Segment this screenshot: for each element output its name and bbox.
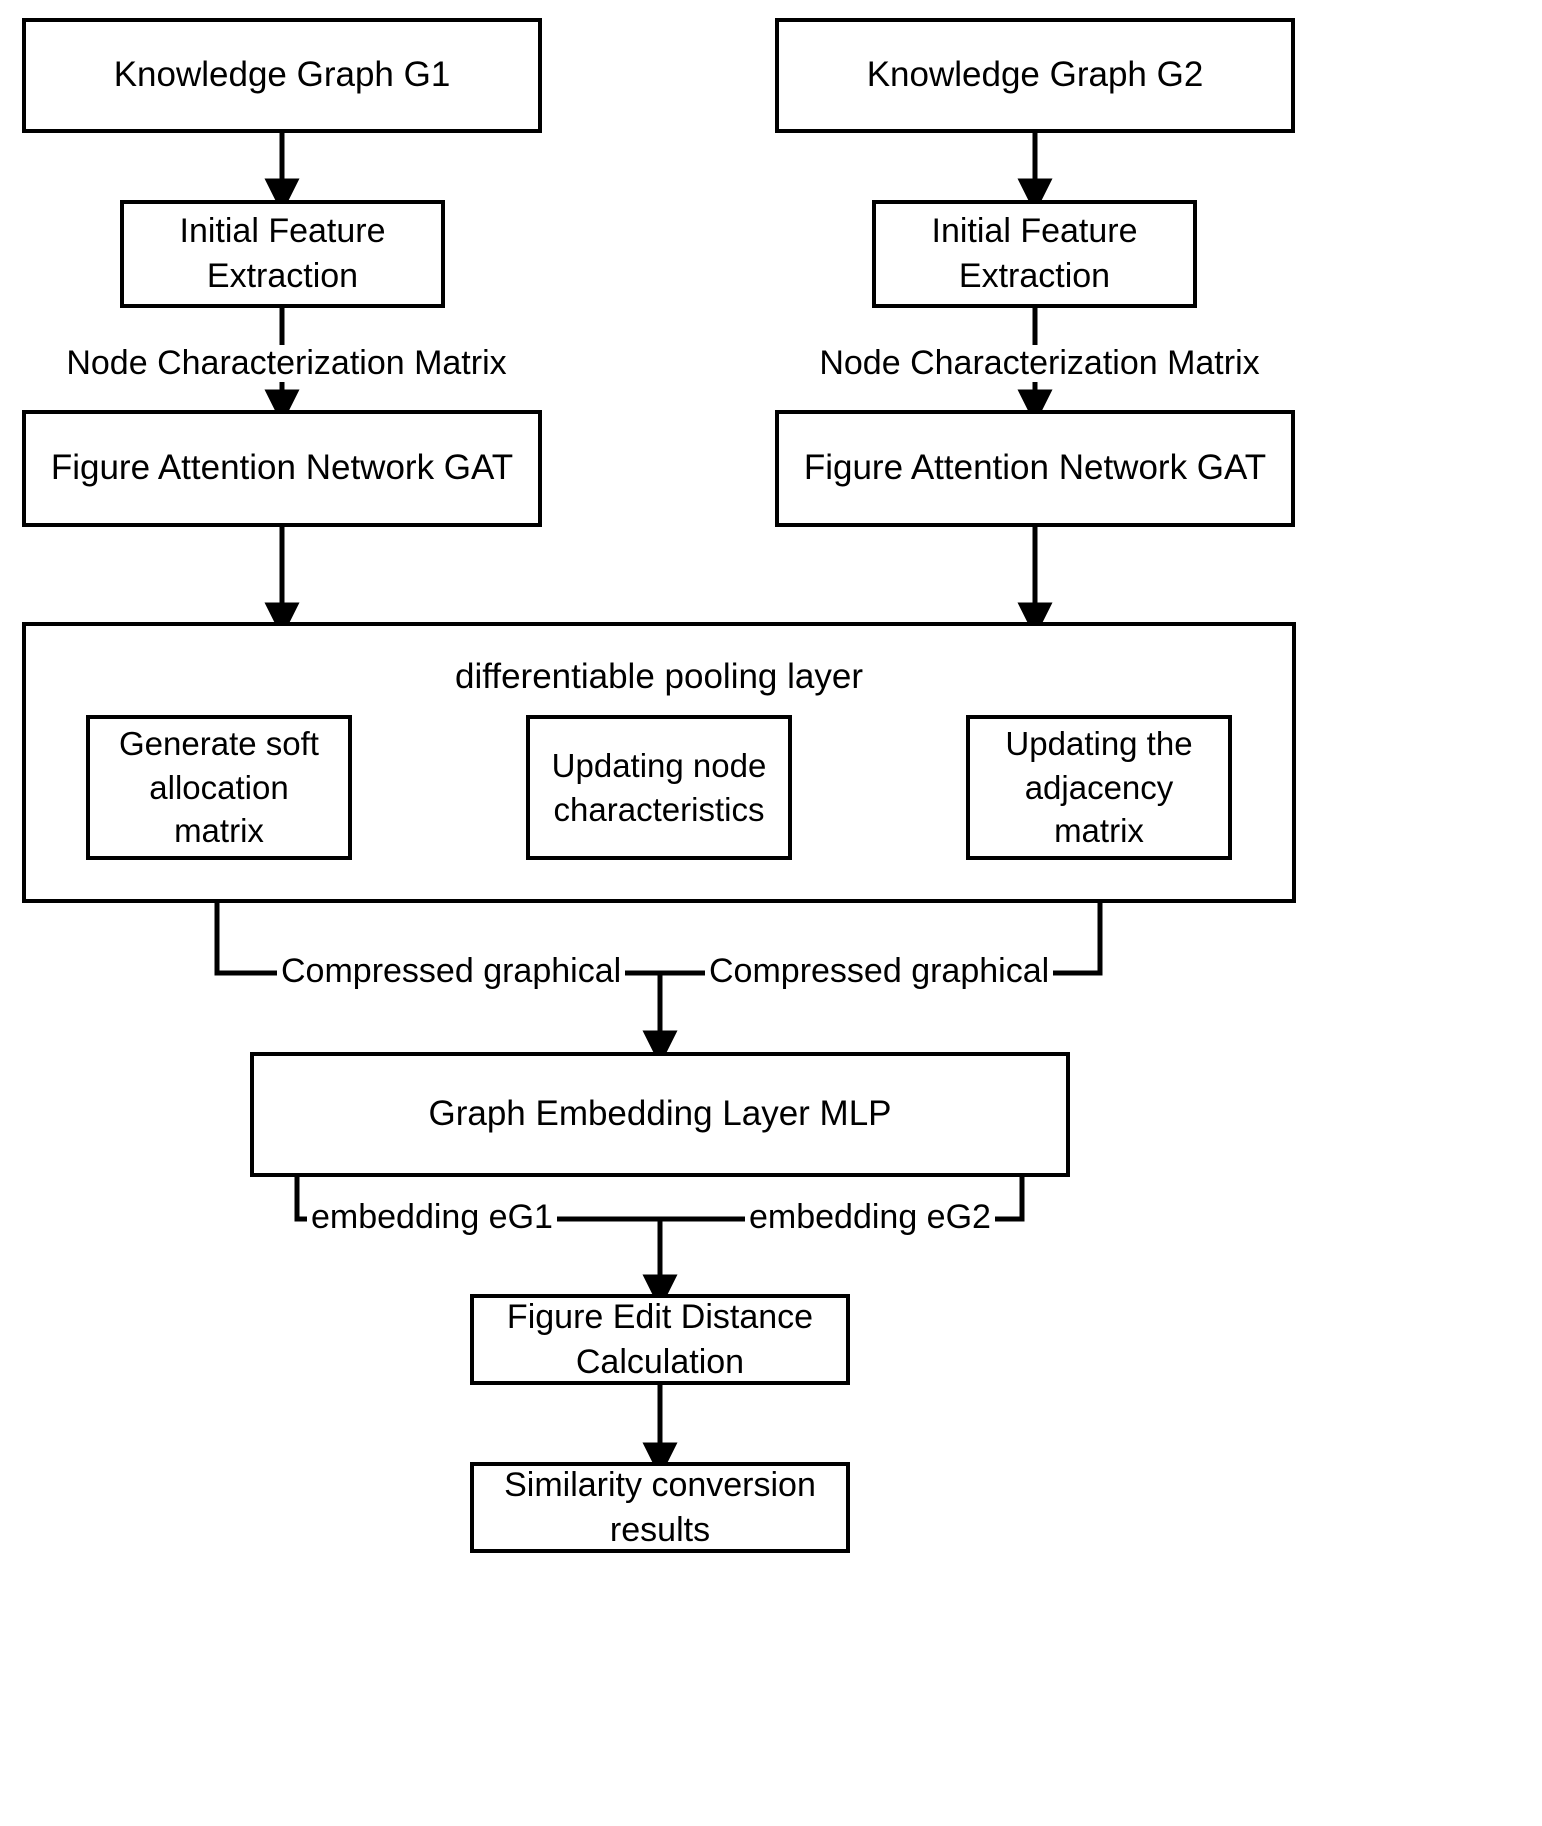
node-initial-feature-extraction-right[interactable]: Initial Feature Extraction — [872, 200, 1197, 308]
edge-label-node-characterization-matrix-left: Node Characterization Matrix — [20, 344, 553, 383]
node-generate-soft-allocation-matrix[interactable]: Generate soft allocation matrix — [86, 715, 352, 860]
edge-label-embedding-eg2: embedding eG2 — [745, 1198, 995, 1237]
node-figure-edit-distance-calculation[interactable]: Figure Edit Distance Calculation — [470, 1294, 850, 1385]
node-updating-node-characteristics[interactable]: Updating node characteristics — [526, 715, 792, 860]
edge-label-embedding-eg1: embedding eG1 — [307, 1198, 557, 1237]
node-knowledge-graph-g1[interactable]: Knowledge Graph G1 — [22, 18, 542, 133]
node-graph-embedding-layer-mlp[interactable]: Graph Embedding Layer MLP — [250, 1052, 1070, 1177]
edge-label-compressed-graphical-left: Compressed graphical — [277, 952, 626, 991]
edge-label-compressed-graphical-right: Compressed graphical — [705, 952, 1054, 991]
node-similarity-conversion-results[interactable]: Similarity conversion results — [470, 1462, 850, 1553]
pooling-layer-title: differentiable pooling layer — [455, 657, 863, 696]
node-initial-feature-extraction-left[interactable]: Initial Feature Extraction — [120, 200, 445, 308]
node-figure-attention-network-gat-left[interactable]: Figure Attention Network GAT — [22, 410, 542, 527]
node-knowledge-graph-g2[interactable]: Knowledge Graph G2 — [775, 18, 1295, 133]
node-figure-attention-network-gat-right[interactable]: Figure Attention Network GAT — [775, 410, 1295, 527]
edge-label-node-characterization-matrix-right: Node Characterization Matrix — [773, 344, 1306, 383]
node-updating-adjacency-matrix[interactable]: Updating the adjacency matrix — [966, 715, 1232, 860]
